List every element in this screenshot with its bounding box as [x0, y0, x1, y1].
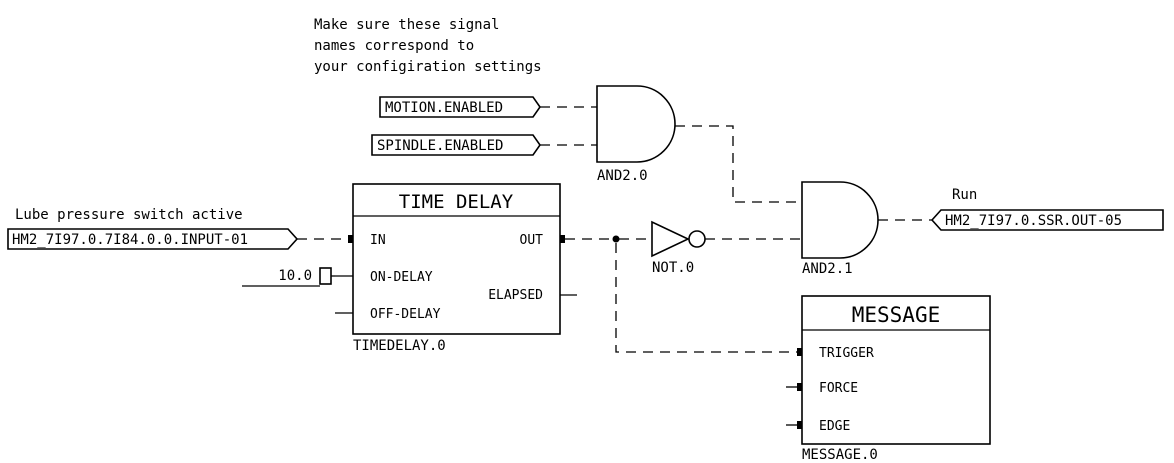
timedelay-pin-elapsed: ELAPSED — [488, 288, 543, 303]
signal-label-spindle-enabled: SPINDLE.ENABLED — [377, 138, 503, 154]
note-line-1: Make sure these signal — [314, 17, 499, 33]
timedelay-block[interactable]: TIME DELAY IN ON-DELAY OFF-DELAY OUT ELA… — [335, 183, 577, 335]
signal-tag-spindle-enabled[interactable]: SPINDLE.ENABLED — [371, 134, 541, 156]
signal-tag-ssr-out-05[interactable]: HM2_7I97.0.SSR.OUT-05 — [930, 209, 1164, 231]
message-pin-edge: EDGE — [819, 419, 850, 434]
input-description: Lube pressure switch active — [15, 207, 243, 223]
message-pin-trigger: TRIGGER — [819, 346, 874, 361]
output-description: Run — [952, 187, 977, 203]
wire-and-top-to-and-bottom — [675, 125, 802, 203]
signal-label-input-01: HM2_7I97.0.7I84.0.0.INPUT-01 — [12, 232, 248, 248]
signal-tag-motion-enabled[interactable]: MOTION.ENABLED — [379, 96, 541, 118]
on-delay-value: 10.0 — [278, 268, 312, 284]
wire-junction — [612, 235, 620, 243]
timedelay-title: TIME DELAY — [399, 191, 514, 213]
and-gate-top-label: AND2.0 — [597, 168, 648, 184]
timedelay-pin-in: IN — [370, 233, 386, 248]
timedelay-pin-on-delay: ON-DELAY — [370, 270, 433, 285]
note-line-3: your configiration settings — [314, 59, 542, 75]
and-gate-bottom[interactable]: AND2.1 — [801, 181, 879, 277]
message-title: MESSAGE — [852, 303, 941, 327]
message-instance-label: MESSAGE.0 — [802, 447, 878, 463]
and-gate-top[interactable]: AND2.0 — [596, 85, 676, 184]
timedelay-pin-off-delay: OFF-DELAY — [370, 307, 441, 322]
signal-label-ssr-out-05: HM2_7I97.0.SSR.OUT-05 — [945, 213, 1122, 229]
and-gate-bottom-label: AND2.1 — [802, 261, 853, 277]
not-gate-label: NOT.0 — [652, 260, 694, 276]
note-line-2: names correspond to — [314, 38, 474, 54]
config-note: Make sure these signal names correspond … — [314, 17, 542, 75]
message-block[interactable]: MESSAGE TRIGGER FORCE EDGE — [786, 295, 991, 445]
signal-label-motion-enabled: MOTION.ENABLED — [385, 100, 503, 116]
signal-tag-input-01[interactable]: HM2_7I97.0.7I84.0.0.INPUT-01 — [7, 228, 299, 250]
timedelay-instance-label: TIMEDELAY.0 — [353, 338, 446, 354]
wire-junction-to-message — [615, 243, 797, 353]
on-delay-constant[interactable]: 10.0 — [242, 267, 335, 287]
timedelay-pin-out: OUT — [520, 233, 544, 248]
not-gate[interactable]: NOT.0 — [651, 220, 706, 276]
message-pin-force: FORCE — [819, 381, 858, 396]
